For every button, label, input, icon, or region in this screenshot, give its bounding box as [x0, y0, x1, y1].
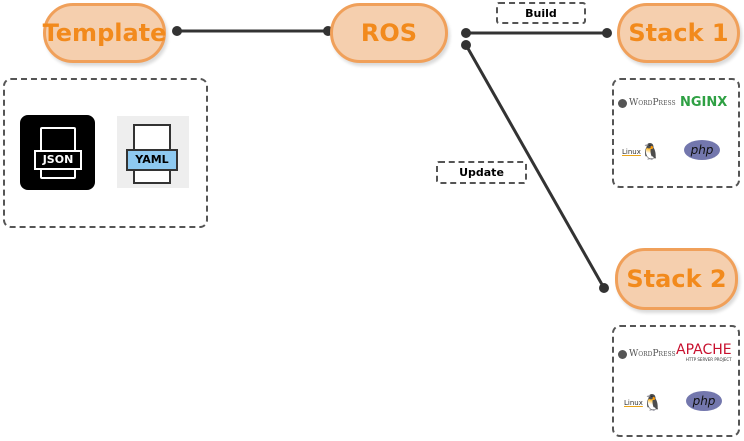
stack1-components-box: WordPress NGINX Linux🐧 php [612, 78, 740, 188]
node-template[interactable]: Template [43, 3, 166, 63]
template-formats-box: JSON YAML [3, 78, 208, 228]
php-logo: php [684, 140, 720, 160]
node-stack1[interactable]: Stack 1 [617, 3, 740, 63]
linux-logo: Linux🐧 [624, 393, 663, 412]
node-stack2[interactable]: Stack 2 [615, 248, 738, 310]
wordpress-logo: WordPress [618, 349, 676, 359]
php-logo: php [686, 391, 722, 411]
yaml-file-icon: YAML [117, 116, 189, 188]
node-label: Stack 1 [628, 19, 729, 47]
nginx-logo: NGINX [680, 95, 728, 110]
json-file-icon: JSON [20, 115, 95, 190]
node-label: ROS [360, 19, 418, 47]
yaml-label: YAML [126, 149, 178, 171]
apache-logo: APACHE HTTP SERVER PROJECT [676, 342, 732, 362]
wordpress-logo: WordPress [618, 98, 676, 108]
json-label: JSON [34, 150, 82, 170]
node-label: Template [42, 19, 167, 47]
node-label: Stack 2 [626, 265, 727, 293]
edge-update [464, 44, 606, 289]
edge-label-update: Update [436, 161, 527, 184]
linux-logo: Linux🐧 [622, 142, 661, 161]
edge-label-build: Build [496, 2, 586, 24]
node-ros[interactable]: ROS [330, 3, 448, 63]
stack2-components-box: WordPress APACHE HTTP SERVER PROJECT Lin… [612, 325, 740, 437]
